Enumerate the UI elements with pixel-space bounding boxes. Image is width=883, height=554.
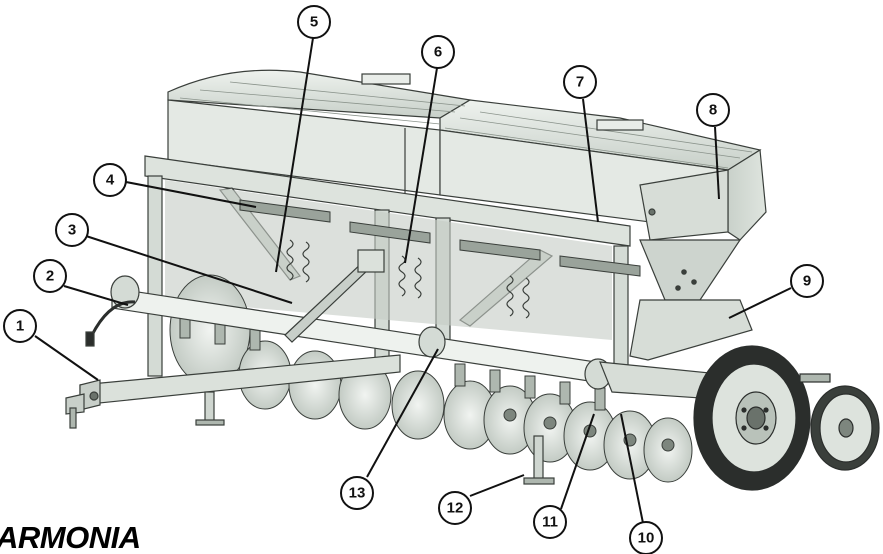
callout-13-label: 13 <box>349 485 366 502</box>
hopper <box>167 69 767 301</box>
callout-5-label: 5 <box>310 14 318 31</box>
callout-1-label: 1 <box>16 318 24 335</box>
callout-5: 5 <box>297 5 331 39</box>
callout-9-label: 9 <box>803 273 811 290</box>
callout-6: 6 <box>421 35 455 69</box>
callout-10: 10 <box>629 521 663 554</box>
callout-9: 9 <box>790 264 824 298</box>
callout-6-label: 6 <box>434 44 442 61</box>
callout-12-label: 12 <box>447 500 464 517</box>
springs <box>286 239 530 319</box>
callout-7: 7 <box>563 65 597 99</box>
callout-1: 1 <box>3 309 37 343</box>
callout-4: 4 <box>93 163 127 197</box>
callout-13: 13 <box>340 476 374 510</box>
callout-8: 8 <box>696 93 730 127</box>
callout-12: 12 <box>438 491 472 525</box>
callout-4-label: 4 <box>106 172 115 189</box>
drawbar-hitch <box>65 354 555 485</box>
drive-wheel <box>799 373 880 471</box>
callout-2-label: 2 <box>46 268 54 285</box>
callout-8-label: 8 <box>709 102 717 119</box>
callout-markers: 1 2 3 4 5 6 7 <box>3 5 824 554</box>
callout-10-label: 10 <box>638 530 655 547</box>
callout-3-label: 3 <box>68 222 76 239</box>
callout-11: 11 <box>533 505 567 539</box>
callout-leaders <box>34 37 792 529</box>
callout-2: 2 <box>33 259 67 293</box>
callout-11-label: 11 <box>542 514 558 531</box>
callout-3: 3 <box>55 213 89 247</box>
transport-wheel <box>693 345 811 491</box>
main-frame <box>144 155 631 377</box>
brand-logo-text: ARMONIA <box>0 520 141 554</box>
hydraulic-cylinder <box>85 249 385 347</box>
callout-7-label: 7 <box>576 74 584 91</box>
